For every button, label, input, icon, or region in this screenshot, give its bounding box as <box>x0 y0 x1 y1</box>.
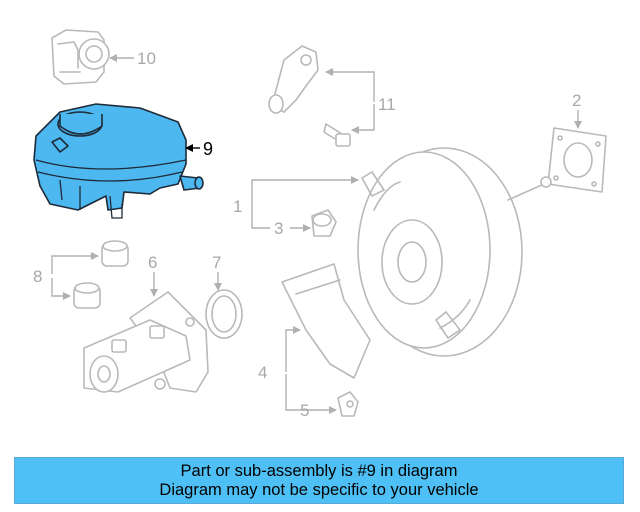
part-5-clip[interactable] <box>337 391 359 417</box>
callout-10: 10 <box>137 49 156 68</box>
callout-4: 4 <box>258 363 267 382</box>
leader-1a <box>251 176 359 206</box>
callout-5: 5 <box>300 401 309 420</box>
info-banner: Part or sub-assembly is #9 in diagram Di… <box>14 457 624 504</box>
part-9-reservoir[interactable] <box>33 103 204 219</box>
leader-11a <box>325 68 375 102</box>
callout-2: 2 <box>572 91 581 110</box>
parts-diagram: 10 9 11 2 <box>33 29 607 420</box>
banner-line-2: Diagram may not be specific to your vehi… <box>159 480 479 499</box>
part-11-bolt[interactable] <box>323 123 351 147</box>
part-8-grommet-lower[interactable] <box>73 282 101 309</box>
callout-3: 3 <box>274 219 283 238</box>
leader-8b <box>51 278 71 300</box>
leader-4b <box>285 374 312 411</box>
leader-11b <box>351 104 375 134</box>
part-3-grommet[interactable] <box>311 209 337 237</box>
part-2-gasket[interactable] <box>547 127 607 193</box>
callout-1: 1 <box>233 197 242 216</box>
leader-1b <box>251 206 270 229</box>
part-7-oring[interactable] <box>205 289 243 339</box>
part-8-grommet-upper[interactable] <box>101 240 129 267</box>
part-10-cap[interactable] <box>51 29 110 85</box>
callout-6: 6 <box>148 253 157 272</box>
part-1-booster[interactable] <box>357 147 552 357</box>
callout-9: 9 <box>203 139 213 159</box>
leader-4a <box>285 326 301 372</box>
part-11-sensor[interactable] <box>268 45 319 114</box>
part-6-master-cylinder[interactable] <box>83 291 209 393</box>
banner-line-1: Part or sub-assembly is #9 in diagram <box>180 461 458 480</box>
callout-8: 8 <box>33 267 42 286</box>
callout-7: 7 <box>212 253 221 272</box>
leader-8a <box>51 252 99 274</box>
callout-11: 11 <box>378 95 396 114</box>
part-4-shield[interactable] <box>281 263 371 379</box>
